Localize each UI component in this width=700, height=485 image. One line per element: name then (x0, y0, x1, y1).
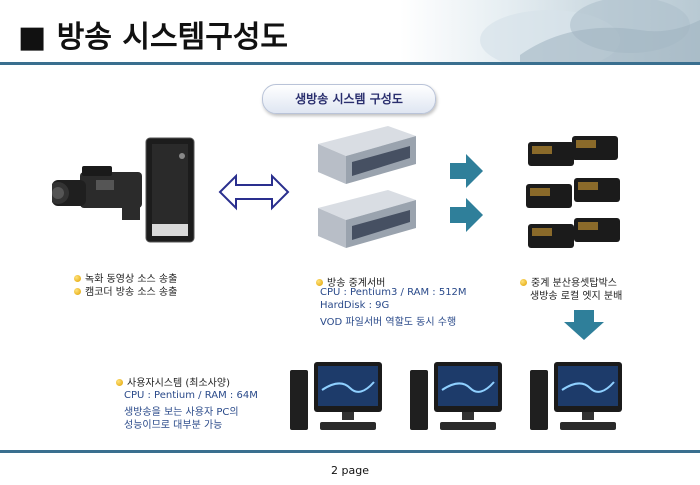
user-spec: 생방송을 보는 사용자 PC의 (124, 407, 239, 418)
source-item: 캠코더 방송 소스 송출 (74, 283, 177, 298)
settop-box-2 (572, 136, 618, 160)
header-banner-image (400, 0, 700, 62)
settop-box-grid (524, 132, 634, 252)
settop-box-5 (528, 224, 574, 248)
user-pc-image-1 (290, 360, 386, 440)
settop-box-6 (574, 218, 620, 242)
bidirectional-arrow-icon (218, 172, 290, 212)
settop-line: 중계 분산용셋탑박스 (520, 274, 622, 289)
settop-box-1 (528, 142, 574, 166)
server-description: 방송 중계서버 CPU : Pentium3 / RAM : 512M Hard… (316, 274, 467, 328)
settop-line: 생방송 로컬 엣지 분배 (530, 291, 623, 302)
server-spec: CPU : Pentium3 / RAM : 512M (320, 287, 467, 298)
user-pc-image-2 (410, 360, 506, 440)
server-spec: HardDisk : 9G (320, 300, 390, 311)
user-spec: CPU : Pentium / RAM : 64M (124, 390, 258, 401)
settop-description: 중계 분산용셋탑박스 생방송 로컬 엣지 분배 (520, 274, 623, 302)
header-divider (0, 62, 700, 65)
server-label: 방송 중계서버 (316, 274, 467, 289)
camcorder-image (52, 158, 152, 230)
arrow-down-icon (564, 310, 604, 340)
bullet-icon (316, 279, 323, 286)
settop-box-3 (526, 184, 572, 208)
settop-box-4 (574, 178, 620, 202)
banner-handshake-art (480, 0, 700, 62)
arrow-right-icon-1 (450, 154, 484, 188)
user-spec: 성능이므로 대부분 가능 (124, 420, 223, 431)
relay-server-image-1 (308, 124, 420, 190)
diagram-title-pill: 생방송 시스템 구성도 (262, 84, 436, 114)
bullet-icon (116, 379, 123, 386)
server-spec: VOD 파일서버 역할도 동시 수행 (320, 317, 457, 328)
source-item: 녹화 동영상 소스 송출 (74, 270, 177, 285)
footer-divider (0, 450, 700, 453)
source-list: 녹화 동영상 소스 송출 캠코더 방송 소스 송출 (74, 270, 177, 298)
user-pc-image-3 (530, 360, 626, 440)
page-number: 2 page (331, 464, 369, 477)
arrow-right-icon-2 (450, 198, 484, 232)
bullet-icon (520, 279, 527, 286)
page-title: ■ 방송 시스템구성도 (18, 20, 289, 55)
bullet-icon (74, 288, 81, 295)
user-system-description: 사용자시스템 (최소사양) CPU : Pentium / RAM : 64M … (116, 374, 258, 431)
bullet-icon (74, 275, 81, 282)
pc-tower-image (144, 136, 198, 246)
relay-server-image-2 (308, 188, 420, 254)
user-system-label: 사용자시스템 (최소사양) (116, 374, 258, 389)
